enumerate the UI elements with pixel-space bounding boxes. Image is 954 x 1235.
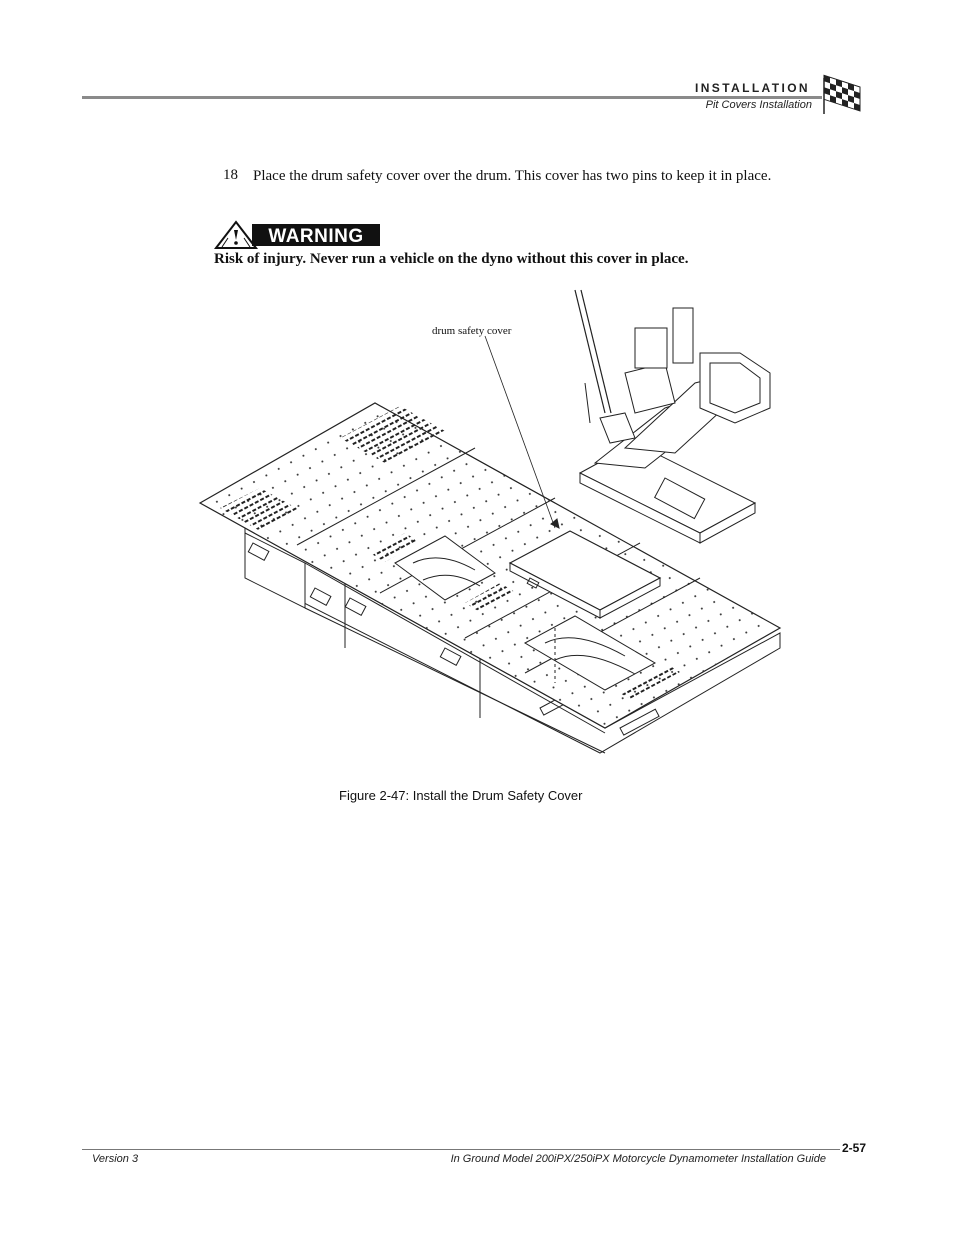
footer-rule bbox=[82, 1149, 840, 1150]
header-rule bbox=[82, 96, 822, 99]
figure-caption: Figure 2-47: Install the Drum Safety Cov… bbox=[339, 788, 583, 803]
footer-document-title: In Ground Model 200iPX/250iPX Motorcycle… bbox=[450, 1153, 826, 1165]
step-text: Place the drum safety cover over the dru… bbox=[253, 168, 772, 184]
warning-banner: WARNING bbox=[214, 220, 380, 249]
checkered-flag-icon bbox=[823, 74, 861, 114]
dyno-pit-cover-illustration bbox=[198, 289, 782, 754]
page-number: 2-57 bbox=[842, 1141, 867, 1155]
step-number: 18 bbox=[223, 167, 238, 183]
footer-version: Version 3 bbox=[92, 1153, 139, 1165]
warning-text: Risk of injury. Never run a vehicle on t… bbox=[214, 251, 689, 267]
section-title: INSTALLATION bbox=[694, 81, 810, 95]
subsection-title: Pit Covers Installation bbox=[705, 99, 812, 111]
warning-label: WARNING bbox=[268, 226, 363, 247]
figure-callout-label: drum safety cover bbox=[432, 325, 512, 337]
